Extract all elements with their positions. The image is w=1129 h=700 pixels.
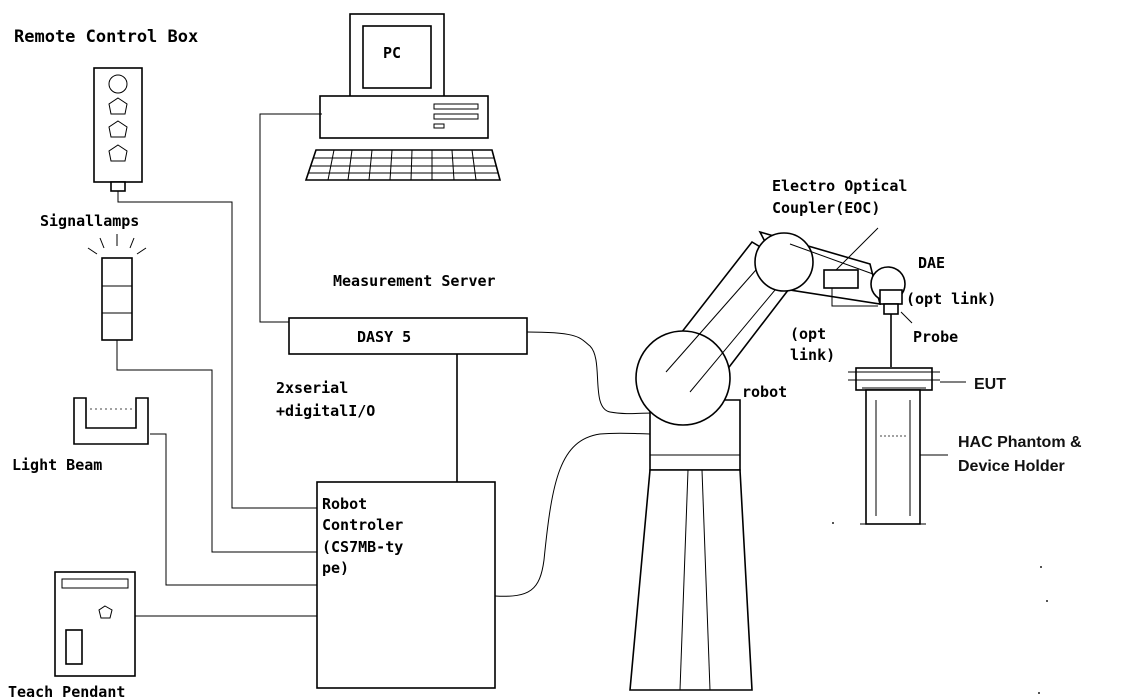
scan-specks [832, 522, 1048, 694]
pc-label: PC [383, 44, 401, 62]
signal-lamps-icon [87, 234, 147, 341]
controller-label-line1: Robot [322, 495, 367, 513]
measurement-server-label: Measurement Server [333, 272, 496, 290]
opt-link-label-line1: (opt [790, 325, 826, 343]
eut-label: EUT [974, 376, 1006, 393]
cables [116, 113, 653, 617]
serial-label-line2: +digitalI/O [276, 402, 375, 420]
probe-label: Probe [913, 328, 958, 346]
controller-label-line3: (CS7MB-ty [322, 538, 403, 556]
dae-label: DAE [918, 254, 945, 272]
remote-control-box [93, 67, 143, 192]
hac-label-line2: Device Holder [958, 458, 1065, 475]
robot-arm-icon [629, 227, 913, 691]
serial-label-line1: 2xserial [276, 379, 348, 397]
signal-lamps-label: Signallamps [40, 212, 139, 230]
controller-label-line2: Controler [322, 516, 403, 534]
dae-opt-link-label: (opt link) [906, 290, 996, 308]
teach-pendant-icon [54, 571, 136, 677]
dasy5-label: DASY 5 [357, 328, 411, 346]
eoc-label-line1: Electro Optical [772, 177, 907, 195]
remote-control-box-label: Remote Control Box [14, 27, 198, 47]
light-beam-label: Light Beam [12, 456, 102, 474]
robot-controller-box [316, 481, 496, 689]
opt-link-label-line2: link) [790, 346, 835, 364]
light-beam-icon [73, 397, 149, 445]
robot-label: robot [742, 383, 787, 401]
pc-icon [304, 13, 502, 181]
teach-pendant-label: Teach Pendant [8, 683, 125, 700]
hac-phantom-icon [848, 367, 966, 525]
eoc-label-line2: Coupler(EOC) [772, 199, 880, 217]
dasy5-box [288, 317, 528, 355]
controller-label-line4: pe) [322, 559, 349, 577]
hac-label-line1: HAC Phantom & [958, 434, 1082, 451]
